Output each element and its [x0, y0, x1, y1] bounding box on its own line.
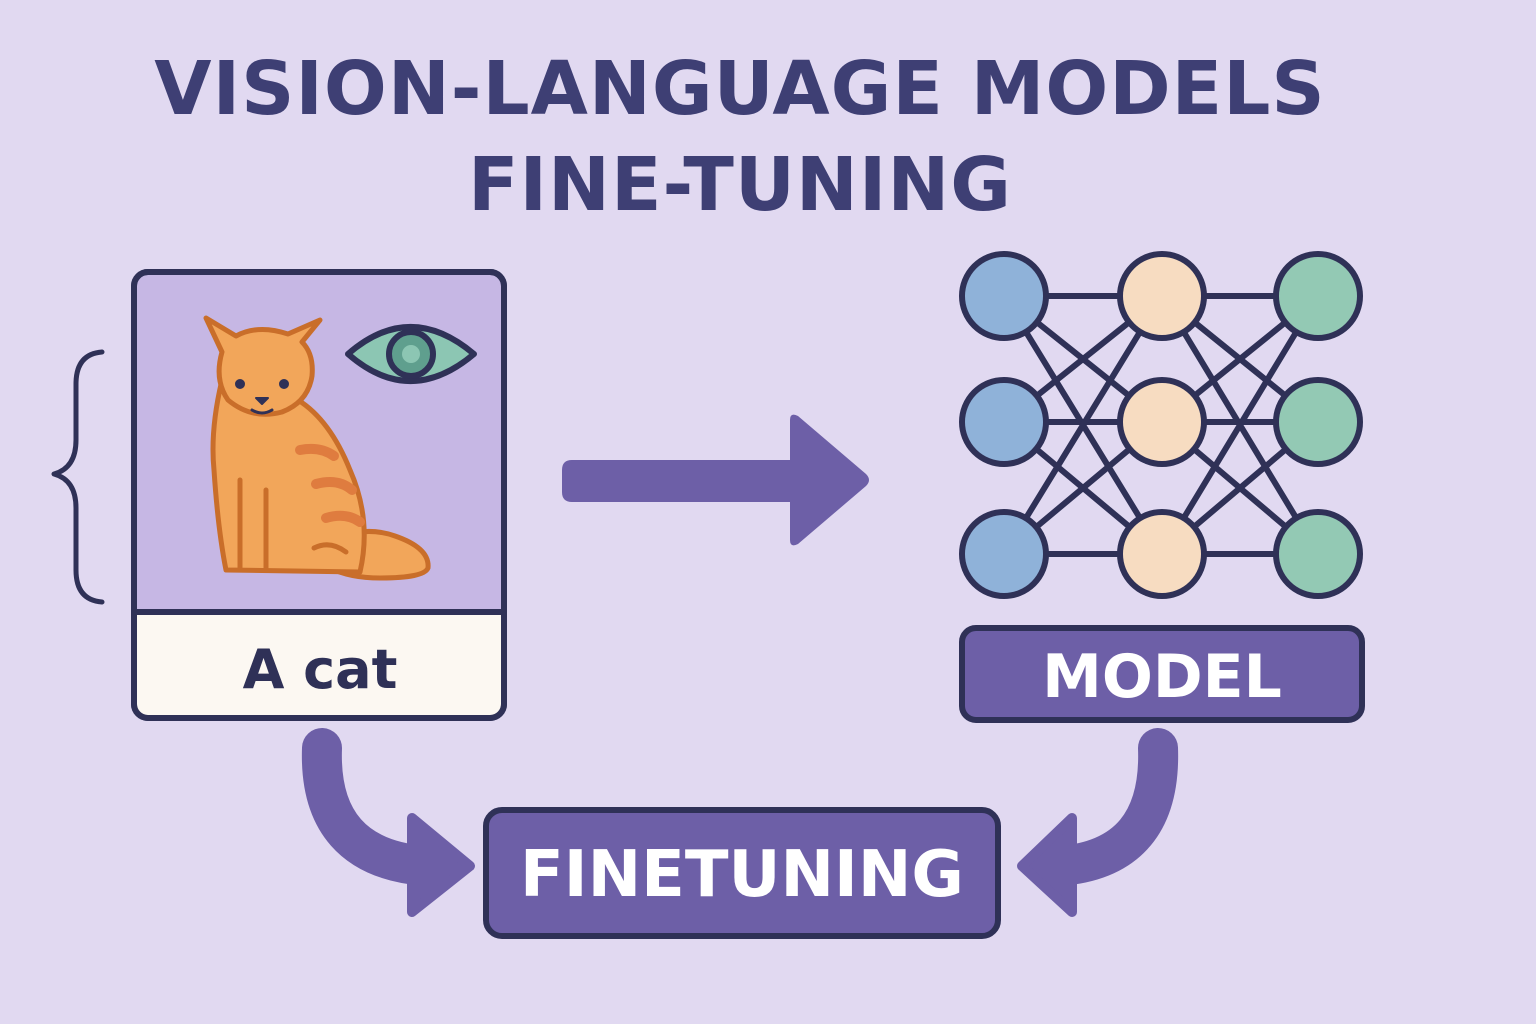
nn-node: [1117, 377, 1207, 467]
page-title-line-2: FINE-TUNING: [467, 142, 1013, 228]
nn-node: [1117, 509, 1207, 599]
cat-icon: [203, 315, 431, 581]
arrow-right-icon: [562, 414, 869, 546]
curved-arrow-right-icon: [1017, 728, 1179, 917]
page-title-line-1: VISION-LANGUAGE MODELS: [154, 46, 1326, 132]
nn-edge: [1159, 293, 1321, 557]
nn-node: [1273, 509, 1363, 599]
neural-network-icon: [959, 251, 1363, 599]
image-caption: A cat: [243, 638, 398, 701]
eye-icon: [345, 324, 477, 384]
finetuning-label: FINETUNING: [520, 838, 964, 912]
curly-brace-icon: [51, 349, 105, 605]
model-label: MODEL: [1042, 642, 1282, 712]
nn-node: [1117, 251, 1207, 341]
finetuning-box: FINETUNING: [483, 807, 1001, 939]
nn-node: [959, 377, 1049, 467]
curved-arrow-left-icon: [301, 728, 475, 917]
nn-node: [959, 251, 1049, 341]
nn-node: [1273, 377, 1363, 467]
nn-node: [959, 509, 1049, 599]
model-box: MODEL: [959, 625, 1365, 723]
nn-node: [1273, 251, 1363, 341]
nn-edge: [1001, 293, 1165, 557]
